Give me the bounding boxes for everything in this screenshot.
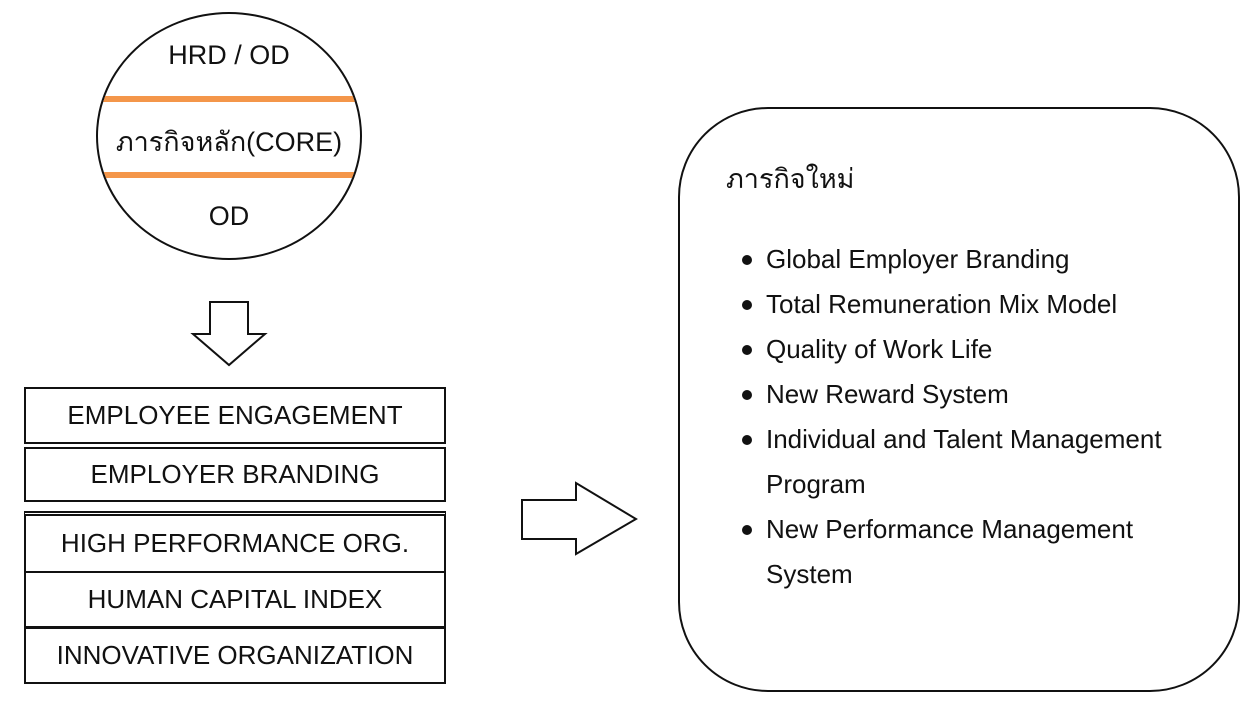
list-item: Total Remuneration Mix Model [740,282,1210,327]
list-item: Global Employer Branding [740,237,1210,282]
box-label: EMPLOYEE ENGAGEMENT [67,400,403,430]
new-mission-panel: ภารกิจใหม่ Global Employer Branding Tota… [678,107,1240,692]
list-item: New Performance Management System [740,507,1210,597]
right-arrow-icon [521,481,638,556]
core-circle: HRD / OD ภารกิจหลัก(CORE) OD [96,12,362,260]
down-arrow-icon [190,301,268,367]
box-label: EMPLOYER BRANDING [90,459,380,489]
box-high-performance-org: HIGH PERFORMANCE ORG. [24,511,446,573]
box-innovative-organization: INNOVATIVE ORGANIZATION [24,627,446,684]
circle-bottom-label: OD [208,201,250,231]
orange-divider-top [98,96,360,102]
circle-top-label: HRD / OD [168,40,290,70]
box-employee-engagement: EMPLOYEE ENGAGEMENT [24,387,446,444]
list-item: New Reward System [740,372,1210,417]
circle-core-label: ภารกิจหลัก(CORE) [115,127,343,157]
new-mission-title: ภารกิจใหม่ [726,164,855,194]
orange-divider-bottom [98,172,360,178]
box-label: INNOVATIVE ORGANIZATION [56,640,414,670]
box-label: HUMAN CAPITAL INDEX [87,584,383,614]
list-item: Individual and Talent Management Program [740,417,1210,507]
box-human-capital-index: HUMAN CAPITAL INDEX [24,571,446,628]
box-employer-branding: EMPLOYER BRANDING [24,447,446,502]
list-item: Quality of Work Life [740,327,1210,372]
box-label: HIGH PERFORMANCE ORG. [60,528,410,558]
new-mission-list: Global Employer Branding Total Remunerat… [740,237,1210,597]
